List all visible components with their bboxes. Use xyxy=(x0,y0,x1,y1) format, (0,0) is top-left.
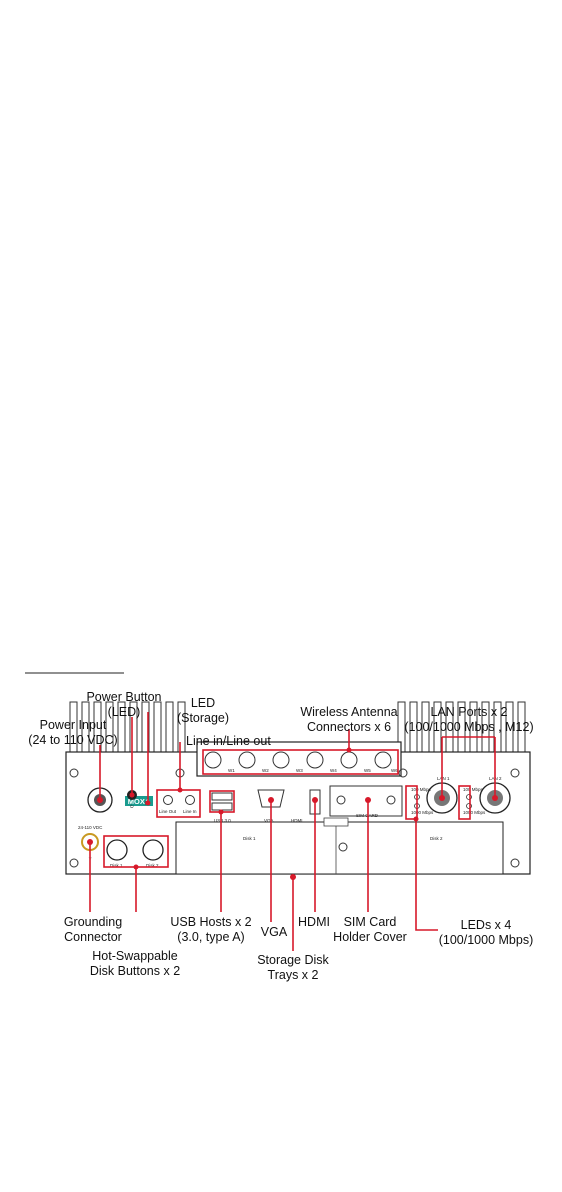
led-label-100-1: 100 Mbps xyxy=(411,787,432,792)
tray-label-2: Disk 2 xyxy=(430,836,443,841)
label-led-storage-1: LED xyxy=(191,696,215,710)
label-storage-trays-1: Storage Disk xyxy=(257,953,329,967)
brand-badge xyxy=(125,796,153,806)
label-hot-swap-1: Hot-Swappable xyxy=(92,949,178,963)
vga-port-label: VGA xyxy=(264,818,274,823)
label-hot-swap-2: Disk Buttons x 2 xyxy=(90,964,180,978)
power-symbol-icon: ⏻ xyxy=(130,804,134,809)
antenna-connector-w1 xyxy=(204,751,222,769)
led-label-1000-2: 1000 Mbps xyxy=(463,810,486,815)
label-usb-hosts-2: (3.0, type A) xyxy=(177,930,244,944)
callout-lines xyxy=(89,712,496,951)
antenna-panel xyxy=(196,741,402,777)
audio-jack-line-out xyxy=(163,795,173,805)
label-storage-trays-2: Trays x 2 xyxy=(268,968,319,982)
usb-port-1 xyxy=(211,792,233,801)
label-sim-card-2: Holder Cover xyxy=(333,930,407,944)
brand-text: MOXA xyxy=(128,797,151,806)
disk-button-2 xyxy=(142,839,164,861)
label-lan-ports-1: LAN Ports x 2 xyxy=(430,705,507,719)
antenna-connector-w3 xyxy=(272,751,290,769)
label-led-storage-2: (Storage) xyxy=(177,711,229,725)
antenna-connectors xyxy=(204,751,392,769)
audio-label-line-out: Line Out xyxy=(159,809,177,814)
audio-label-line-in: Line In xyxy=(183,809,197,814)
antenna-connector-w4 xyxy=(306,751,324,769)
audio-jack-line-in xyxy=(185,795,195,805)
led-label-100-2: 100 Mbps xyxy=(463,787,484,792)
tray-label-1: Disk 1 xyxy=(243,836,256,841)
label-wireless-2: Connectors x 6 xyxy=(307,720,391,734)
label-power-button-2: (LED) xyxy=(108,705,141,719)
label-leds-1: LEDs x 4 xyxy=(461,918,512,932)
antenna-label-w1: W1 xyxy=(228,768,235,773)
usb-port-label: USB 3.0 xyxy=(214,818,231,823)
disk-button-1 xyxy=(106,839,128,861)
label-lan-ports-2: (100/1000 Mbps , M12) xyxy=(404,720,533,734)
audio-jacks xyxy=(163,795,195,805)
label-leds-2: (100/1000 Mbps) xyxy=(439,933,534,947)
usb-port-2 xyxy=(211,802,233,811)
heatsink-fins xyxy=(69,701,526,752)
led-label-1000-1: 1000 Mbps xyxy=(411,810,434,815)
antenna-label-w6: W6 xyxy=(391,768,398,773)
tray-latch xyxy=(323,817,349,827)
disk-button-label-1: Disk 1 xyxy=(110,863,123,868)
label-sim-card-1: SIM Card xyxy=(344,915,397,929)
label-power-button-1: Power Button xyxy=(86,690,161,704)
label-grounding-2: Connector xyxy=(64,930,122,944)
disk-button-label-2: Disk 2 xyxy=(146,863,159,868)
power-voltage-label: 24-110 VDC xyxy=(78,825,103,830)
hdmi-port-label: HDMI xyxy=(291,818,303,823)
chassis-screws xyxy=(69,768,520,868)
label-power-input-2: (24 to 110 VDC) xyxy=(28,733,117,747)
antenna-connector-w6 xyxy=(374,751,392,769)
callout-dots xyxy=(87,747,498,880)
sim-cover-screw-left xyxy=(336,795,346,805)
label-wireless-1: Wireless Antenna xyxy=(300,705,397,719)
antenna-label-w2: W2 xyxy=(262,768,269,773)
antenna-label-w3: W3 xyxy=(296,768,303,773)
label-line-in-out: Line in/Line out xyxy=(186,734,271,748)
antenna-connector-w5 xyxy=(340,751,358,769)
antenna-label-w4: W4 xyxy=(330,768,337,773)
label-grounding-1: Grounding xyxy=(64,915,122,929)
antenna-label-w5: W5 xyxy=(364,768,371,773)
label-power-input-1: Power Input xyxy=(40,718,107,732)
label-vga: VGA xyxy=(261,925,288,939)
label-usb-hosts-1: USB Hosts x 2 xyxy=(170,915,251,929)
label-hdmi: HDMI xyxy=(298,915,330,929)
antenna-connector-w2 xyxy=(238,751,256,769)
sim-cover-screw-right xyxy=(386,795,396,805)
lan-port-label-1: LAN 1 xyxy=(437,776,450,781)
